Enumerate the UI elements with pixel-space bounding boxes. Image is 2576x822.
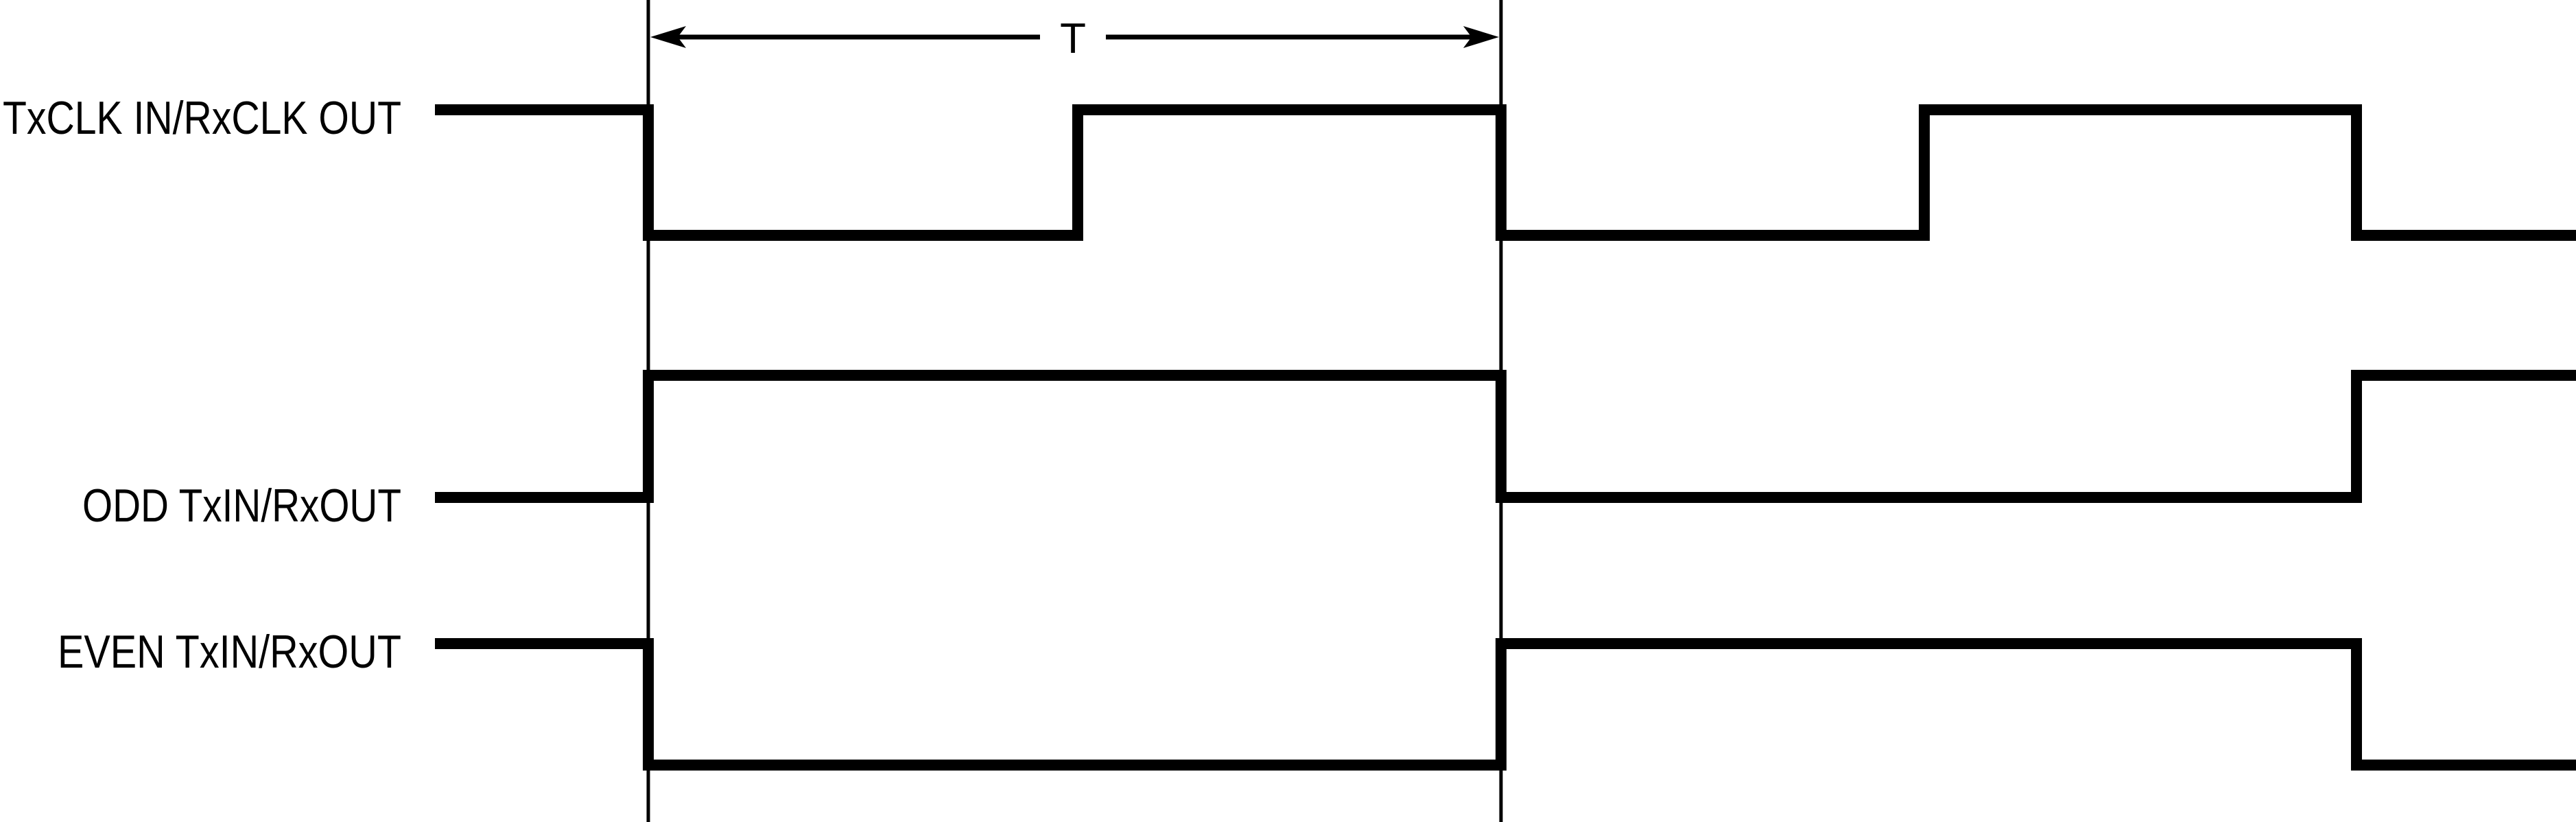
waveform-txclk-in-rxclk-out — [435, 104, 2576, 241]
period-label: T — [1060, 15, 1086, 62]
signal-label-even-txin-rxout: EVEN TxIN/RxOUT — [58, 626, 401, 678]
period-dimension-arrow: T — [650, 15, 1499, 62]
waveform-even-txin-rxout — [435, 638, 2576, 771]
signal-labels: TxCLK IN/RxCLK OUT ODD TxIN/RxOUT EVEN T… — [3, 92, 401, 678]
signal-label-txclk-in-rxclk-out: TxCLK IN/RxCLK OUT — [3, 92, 401, 144]
right-arrowhead-icon — [1463, 26, 1499, 48]
waveform-odd-txin-rxout — [435, 370, 2576, 503]
signal-label-odd-txin-rxout: ODD TxIN/RxOUT — [82, 480, 401, 532]
left-arrowhead-icon — [650, 26, 686, 48]
waveforms — [435, 104, 2576, 771]
